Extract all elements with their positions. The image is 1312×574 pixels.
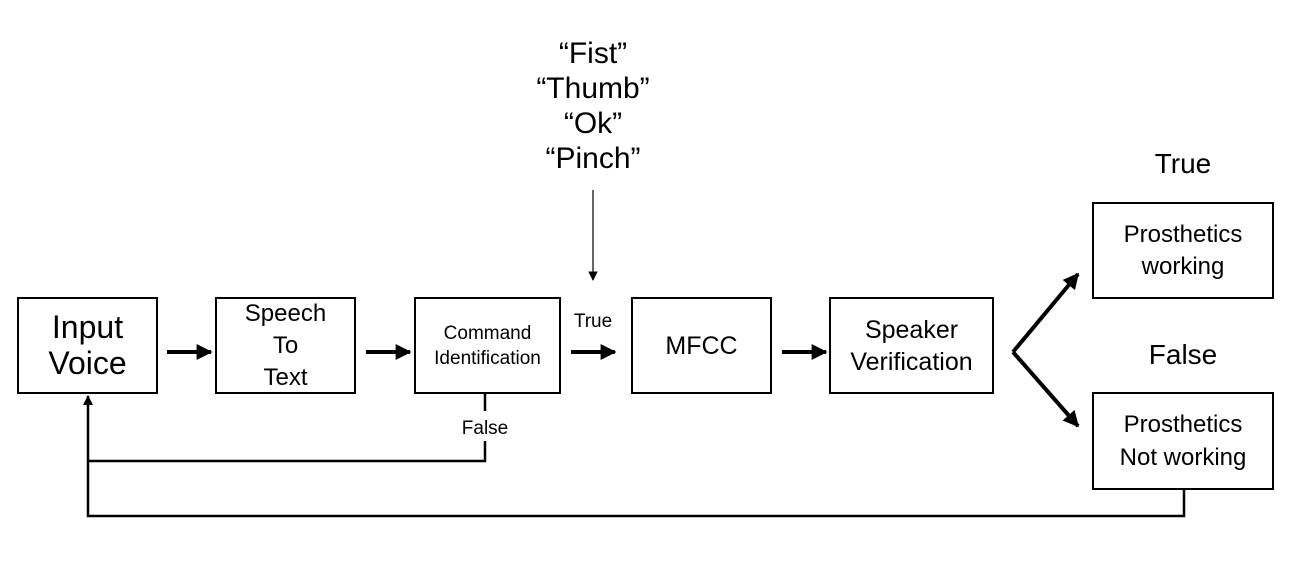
node-command-identification-line-1: Command <box>443 322 532 344</box>
node-prosthetics-working-line-2: working <box>1141 252 1225 280</box>
command-thumb: “Thumb” <box>536 72 650 105</box>
node-prosthetics-working: Prosthetics working <box>1092 202 1274 299</box>
node-speech-to-text-line-1: Speech <box>244 299 327 327</box>
edge-label-verification-true: True <box>1154 148 1212 179</box>
node-mfcc: MFCC <box>631 297 772 394</box>
node-mfcc-line-1: MFCC <box>665 331 738 360</box>
node-speaker-verification: Speaker Verification <box>829 297 994 394</box>
node-speaker-verification-line-2: Verification <box>850 347 973 376</box>
node-prosthetics-not-working-line-2: Not working <box>1119 444 1247 471</box>
edge-label-verification-false: False <box>1148 339 1218 370</box>
loop-command-false-bottom <box>88 441 487 463</box>
loop-not-working-to-input <box>83 395 1186 518</box>
node-speech-to-text: Speech To Text <box>215 297 356 394</box>
edge-label-command-false: False <box>461 418 509 439</box>
command-pinch: “Pinch” <box>545 142 641 175</box>
node-input-voice: Input Voice <box>17 297 158 394</box>
command-ok: “Ok” <box>563 107 623 140</box>
node-prosthetics-not-working-line-1: Prosthetics <box>1123 411 1243 438</box>
node-prosthetics-working-line-1: Prosthetics <box>1123 220 1243 248</box>
arrow-branch-false <box>1011 350 1080 428</box>
node-speech-to-text-line-3: Text <box>263 363 308 391</box>
node-prosthetics-not-working: Prosthetics Not working <box>1092 392 1274 490</box>
arrow-branch-true <box>1011 272 1080 354</box>
node-command-identification-line-2: Identification <box>434 347 541 369</box>
command-list: “Fist” “Thumb” “Ok” “Pinch” <box>493 36 693 176</box>
node-speech-to-text-line-2: To <box>272 331 299 359</box>
node-input-voice-line-1: Input <box>51 308 124 345</box>
node-command-identification: Command Identification <box>414 297 561 394</box>
node-speaker-verification-line-1: Speaker <box>864 315 959 344</box>
node-input-voice-line-2: Voice <box>48 344 127 381</box>
command-fist: “Fist” <box>558 37 628 70</box>
edge-label-command-true: True <box>573 311 613 332</box>
